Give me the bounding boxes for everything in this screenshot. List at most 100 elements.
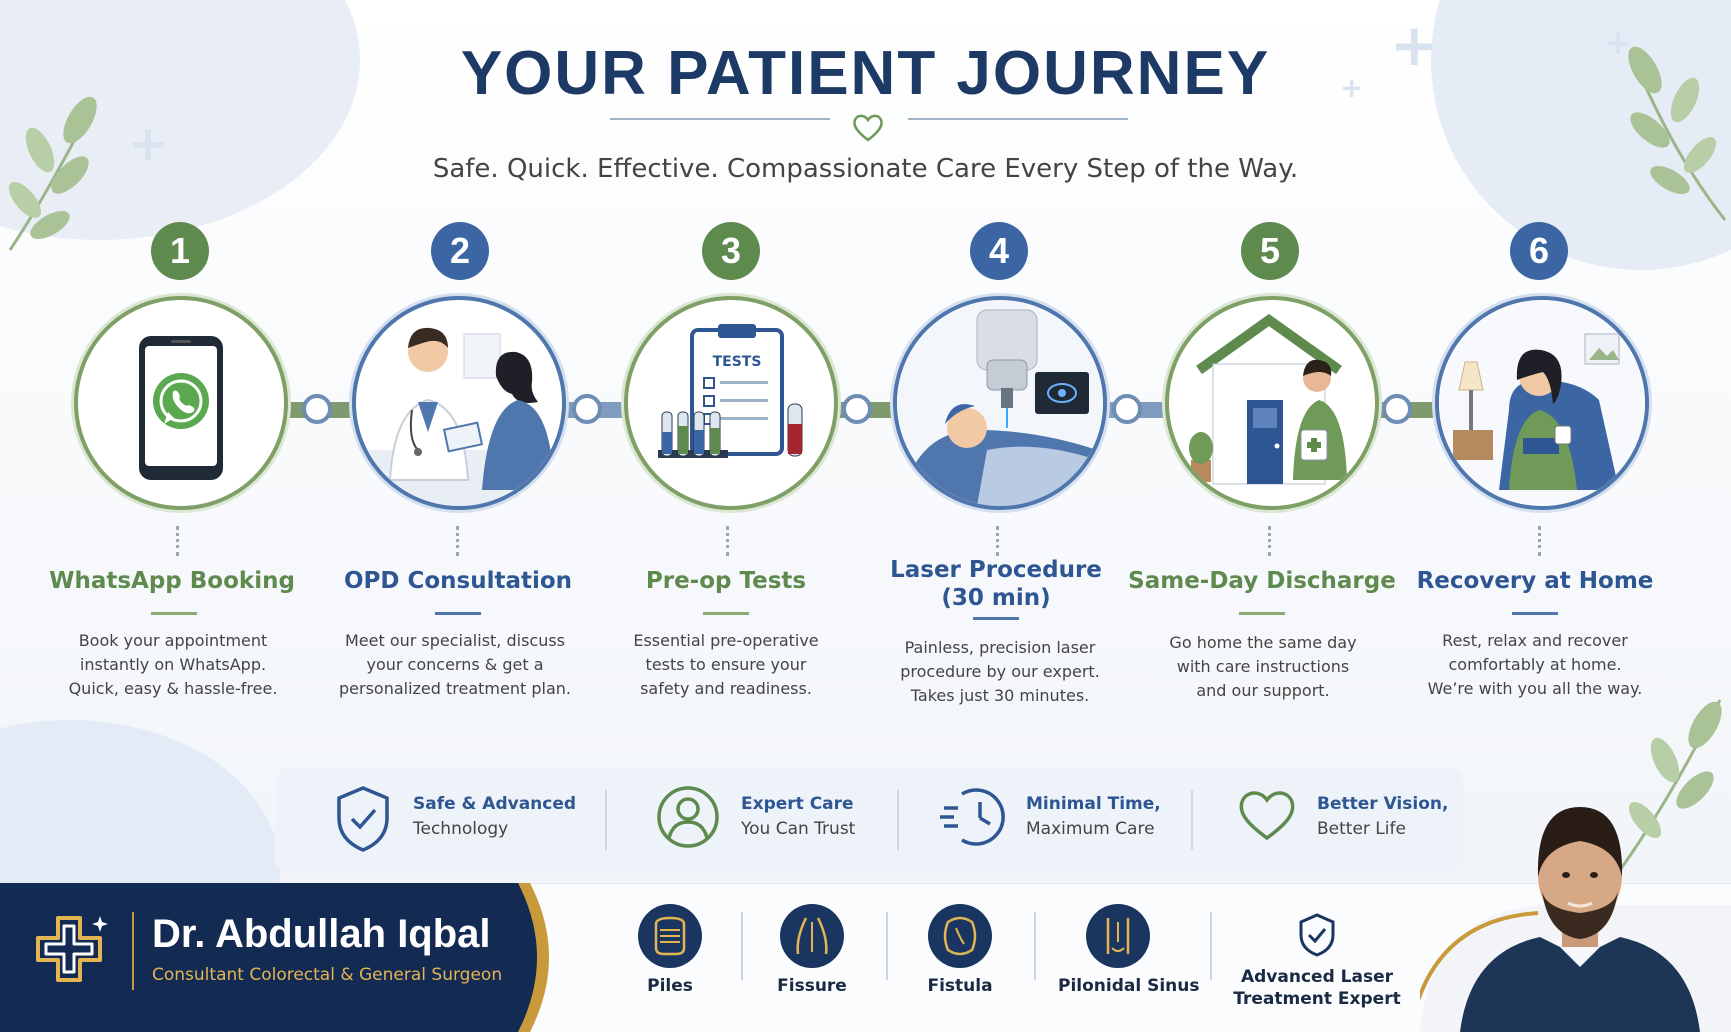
connector-node xyxy=(842,394,872,424)
title-divider xyxy=(610,118,830,120)
service-item: Pilonidal Sinus xyxy=(1058,904,1200,996)
step-desc-line: Essential pre-operative xyxy=(633,631,819,650)
service-separator xyxy=(741,912,743,980)
feature-subtitle: Maximum Care xyxy=(1026,819,1155,839)
step-dots xyxy=(1538,526,1545,556)
plus-icon: + xyxy=(1604,23,1633,63)
feature-title: Expert Care xyxy=(741,794,854,814)
fissure-icon xyxy=(780,904,844,968)
step-desc-line: Takes just 30 minutes. xyxy=(910,686,1090,705)
service-separator xyxy=(1210,912,1212,980)
step-illustration xyxy=(1165,296,1379,510)
step-underline xyxy=(703,612,749,615)
step-illustration: TESTS xyxy=(624,296,838,510)
feature-subtitle: Technology xyxy=(413,819,509,839)
step-desc-line: We’re with you all the way. xyxy=(1427,679,1643,698)
doctor-name-panel xyxy=(0,883,549,1032)
heart-icon xyxy=(1239,791,1295,841)
step-number-badge: 5 xyxy=(1241,222,1299,280)
plus-icon: + xyxy=(128,116,169,172)
plus-icon: + xyxy=(1340,71,1364,104)
service-item: Fissure xyxy=(772,904,852,996)
step-title: Pre-op Tests xyxy=(645,568,807,594)
step-illustration xyxy=(893,296,1107,510)
step-desc-line: comfortably at home. xyxy=(1448,655,1622,674)
feature-separator xyxy=(897,790,899,850)
step-underline xyxy=(1512,612,1558,615)
clipboard-label: TESTS xyxy=(713,354,762,370)
medical-cross-logo-icon xyxy=(36,916,108,982)
service-separator xyxy=(1034,912,1036,980)
shield-check-icon xyxy=(1299,913,1335,957)
title-divider xyxy=(908,118,1128,120)
step-dots xyxy=(996,526,1003,556)
step-desc-line: instantly on WhatsApp. xyxy=(79,655,267,674)
step-description: Go home the same day with care instructi… xyxy=(1128,631,1398,703)
step-title: WhatsApp Booking xyxy=(49,568,295,594)
step-underline xyxy=(151,612,197,615)
laser-procedure-icon xyxy=(897,300,1103,506)
user-circle-icon xyxy=(657,786,719,848)
step-dots xyxy=(456,526,463,556)
doctor-portrait xyxy=(1420,807,1731,1032)
service-label: Pilonidal Sinus xyxy=(1058,976,1200,996)
feature-item: Expert Care You Can Trust xyxy=(655,768,885,872)
pilonidal-icon xyxy=(1086,904,1150,968)
step-title: Laser Procedure (30 min) xyxy=(856,556,1136,612)
leaf-branch-icon xyxy=(1628,46,1727,221)
step-desc-line: with care instructions xyxy=(1176,657,1350,676)
step-dots xyxy=(1268,526,1275,556)
connector-node xyxy=(1382,394,1412,424)
whatsapp-phone-icon xyxy=(139,336,223,480)
step-desc-line: procedure by our expert. xyxy=(900,662,1100,681)
doctor-name: Dr. Abdullah Iqbal xyxy=(152,912,491,956)
step-desc-line: Meet our specialist, discuss xyxy=(344,631,566,650)
feature-subtitle: You Can Trust xyxy=(741,819,856,839)
step-desc-line: Rest, relax and recover xyxy=(1442,631,1628,650)
step-title: Same-Day Discharge xyxy=(1128,568,1396,594)
doctor-panel-divider xyxy=(132,912,134,990)
leaf-branch-icon xyxy=(8,96,97,251)
step-underline xyxy=(435,612,481,615)
step-desc-line: Quick, easy & hassle-free. xyxy=(68,679,278,698)
feature-item: Minimal Time, Maximum Care xyxy=(940,768,1180,872)
feature-title: Safe & Advanced xyxy=(413,794,577,814)
connector-node xyxy=(1112,394,1142,424)
step-dots xyxy=(726,526,733,556)
expert-label: Treatment Expert xyxy=(1233,989,1401,1009)
step-title-line: (30 min) xyxy=(941,585,1051,611)
feature-title: Minimal Time, xyxy=(1026,794,1161,814)
step-underline xyxy=(1239,612,1285,615)
leaf-branch-icon xyxy=(1618,699,1722,871)
doctor-consultation-icon xyxy=(356,327,562,506)
feature-title: Better Vision, xyxy=(1317,794,1449,814)
doctor-role: Consultant Colorectal & General Surgeon xyxy=(152,965,503,985)
step-dots xyxy=(176,526,183,556)
page-subtitle: Safe. Quick. Effective. Compassionate Ca… xyxy=(432,154,1299,184)
expert-label: Advanced Laser xyxy=(1240,967,1393,987)
step-desc-line: safety and readiness. xyxy=(640,679,812,698)
feature-separator xyxy=(605,790,607,850)
expert-badge: Advanced Laser Treatment Expert xyxy=(1222,912,1412,1010)
step-title-line: Laser Procedure xyxy=(890,557,1102,583)
step-number-badge: 1 xyxy=(151,222,209,280)
page-title: YOUR PATIENT JOURNEY xyxy=(460,39,1271,108)
step-description: Book your appointment instantly on Whats… xyxy=(38,629,308,701)
step-illustration xyxy=(1435,296,1649,510)
service-item: Piles xyxy=(630,904,710,996)
lab-tests-icon: TESTS xyxy=(658,324,803,458)
step-desc-line: tests to ensure your xyxy=(645,655,807,674)
step-number-badge: 4 xyxy=(970,222,1028,280)
service-item: Fistula xyxy=(920,904,1000,996)
heart-icon xyxy=(853,114,883,142)
step-title: Recovery at Home xyxy=(1416,568,1654,594)
connector-node xyxy=(572,394,602,424)
step-description: Rest, relax and recover comfortably at h… xyxy=(1400,629,1670,701)
recovery-icon xyxy=(1439,300,1645,506)
step-desc-line: Go home the same day xyxy=(1169,633,1357,652)
intestine-icon xyxy=(638,904,702,968)
feature-separator xyxy=(1191,790,1193,850)
connector-node xyxy=(302,394,332,424)
step-description: Painless, precision laser procedure by o… xyxy=(865,636,1135,708)
clock-icon xyxy=(940,788,1005,846)
